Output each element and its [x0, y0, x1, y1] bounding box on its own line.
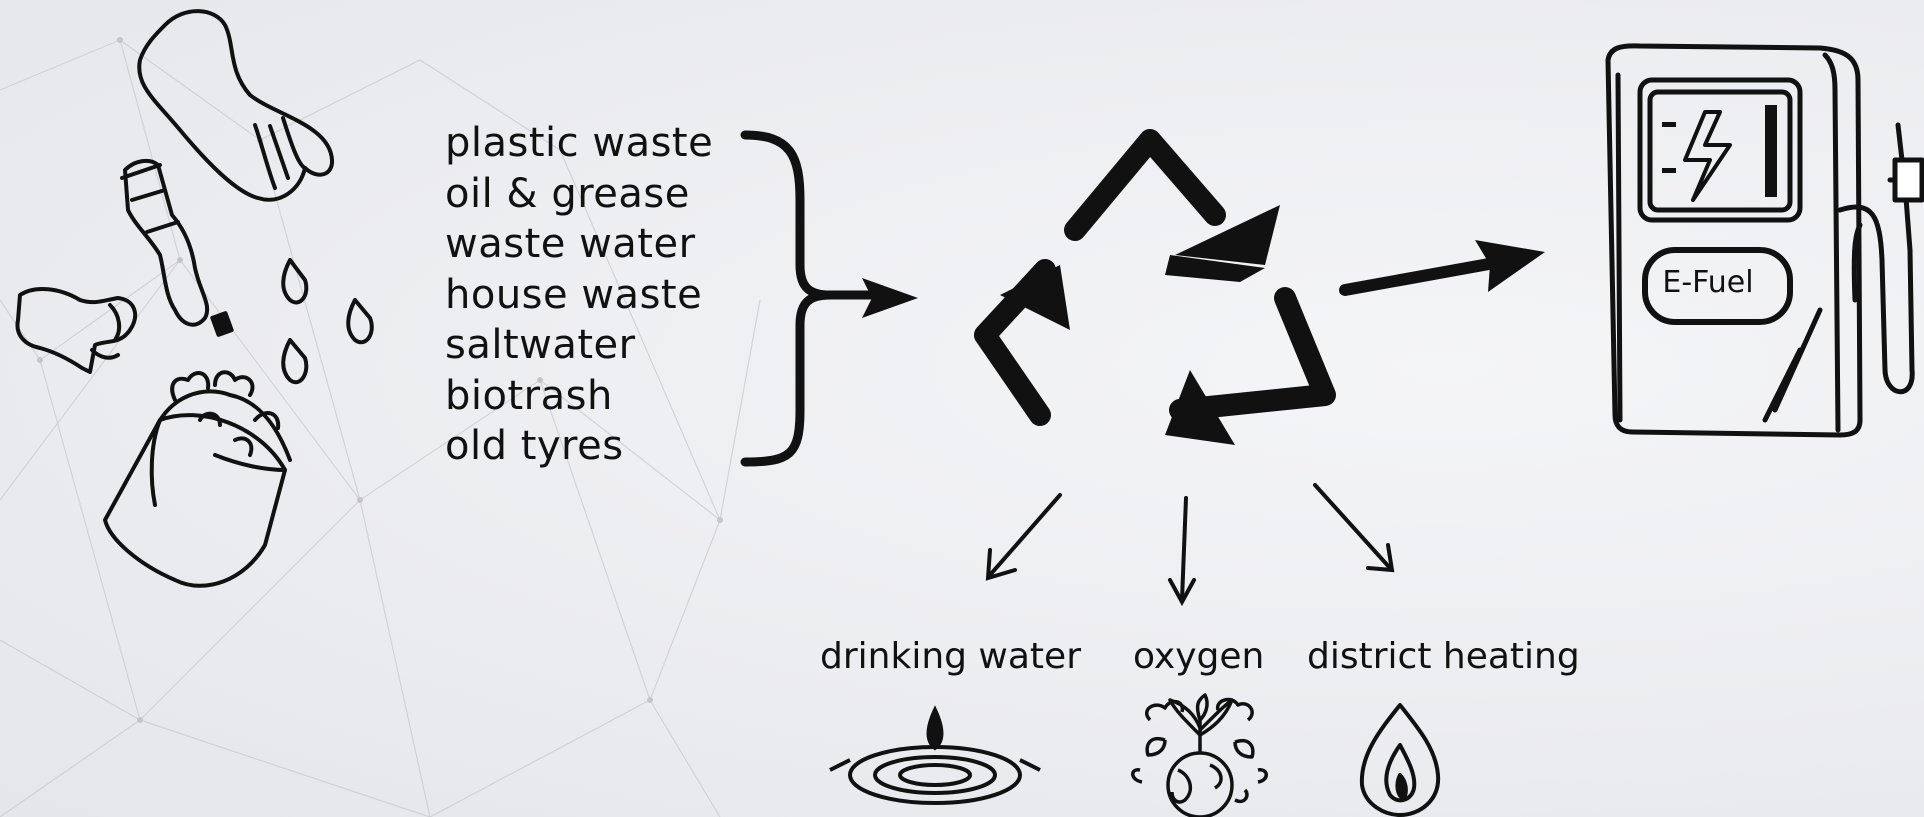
- lightning-icon: [1662, 105, 1777, 200]
- input-plastic-waste: plastic waste: [445, 118, 713, 169]
- input-arrow: [830, 278, 918, 318]
- plant-pot-icon: [105, 372, 290, 586]
- input-waste-water: waste water: [445, 219, 713, 270]
- input-saltwater: saltwater: [445, 320, 713, 371]
- bag-icon: [139, 11, 332, 200]
- output-drinking-water: drinking water: [820, 636, 1081, 677]
- input-oil-grease: oil & grease: [445, 169, 713, 220]
- fuel-pump-label: E-Fuel: [1653, 265, 1763, 300]
- flame-icon: [1362, 705, 1438, 815]
- input-old-tyres: old tyres: [445, 421, 713, 472]
- output-arrows: [988, 485, 1392, 602]
- output-district-heating: district heating: [1307, 636, 1580, 677]
- fuel-arrow: [1345, 240, 1545, 292]
- fuel-pump-icon: [1608, 46, 1924, 435]
- input-house-waste: house waste: [445, 270, 713, 321]
- earth-plants-icon: [1133, 695, 1267, 817]
- droplet-icon: [283, 260, 372, 382]
- output-oxygen: oxygen: [1133, 636, 1264, 677]
- input-materials-list: plastic waste oil & grease waste water h…: [445, 118, 713, 472]
- input-biotrash: biotrash: [445, 371, 713, 422]
- flask-icon: [17, 289, 135, 372]
- input-bracket: [745, 135, 830, 462]
- water-ripple-icon: [830, 710, 1040, 803]
